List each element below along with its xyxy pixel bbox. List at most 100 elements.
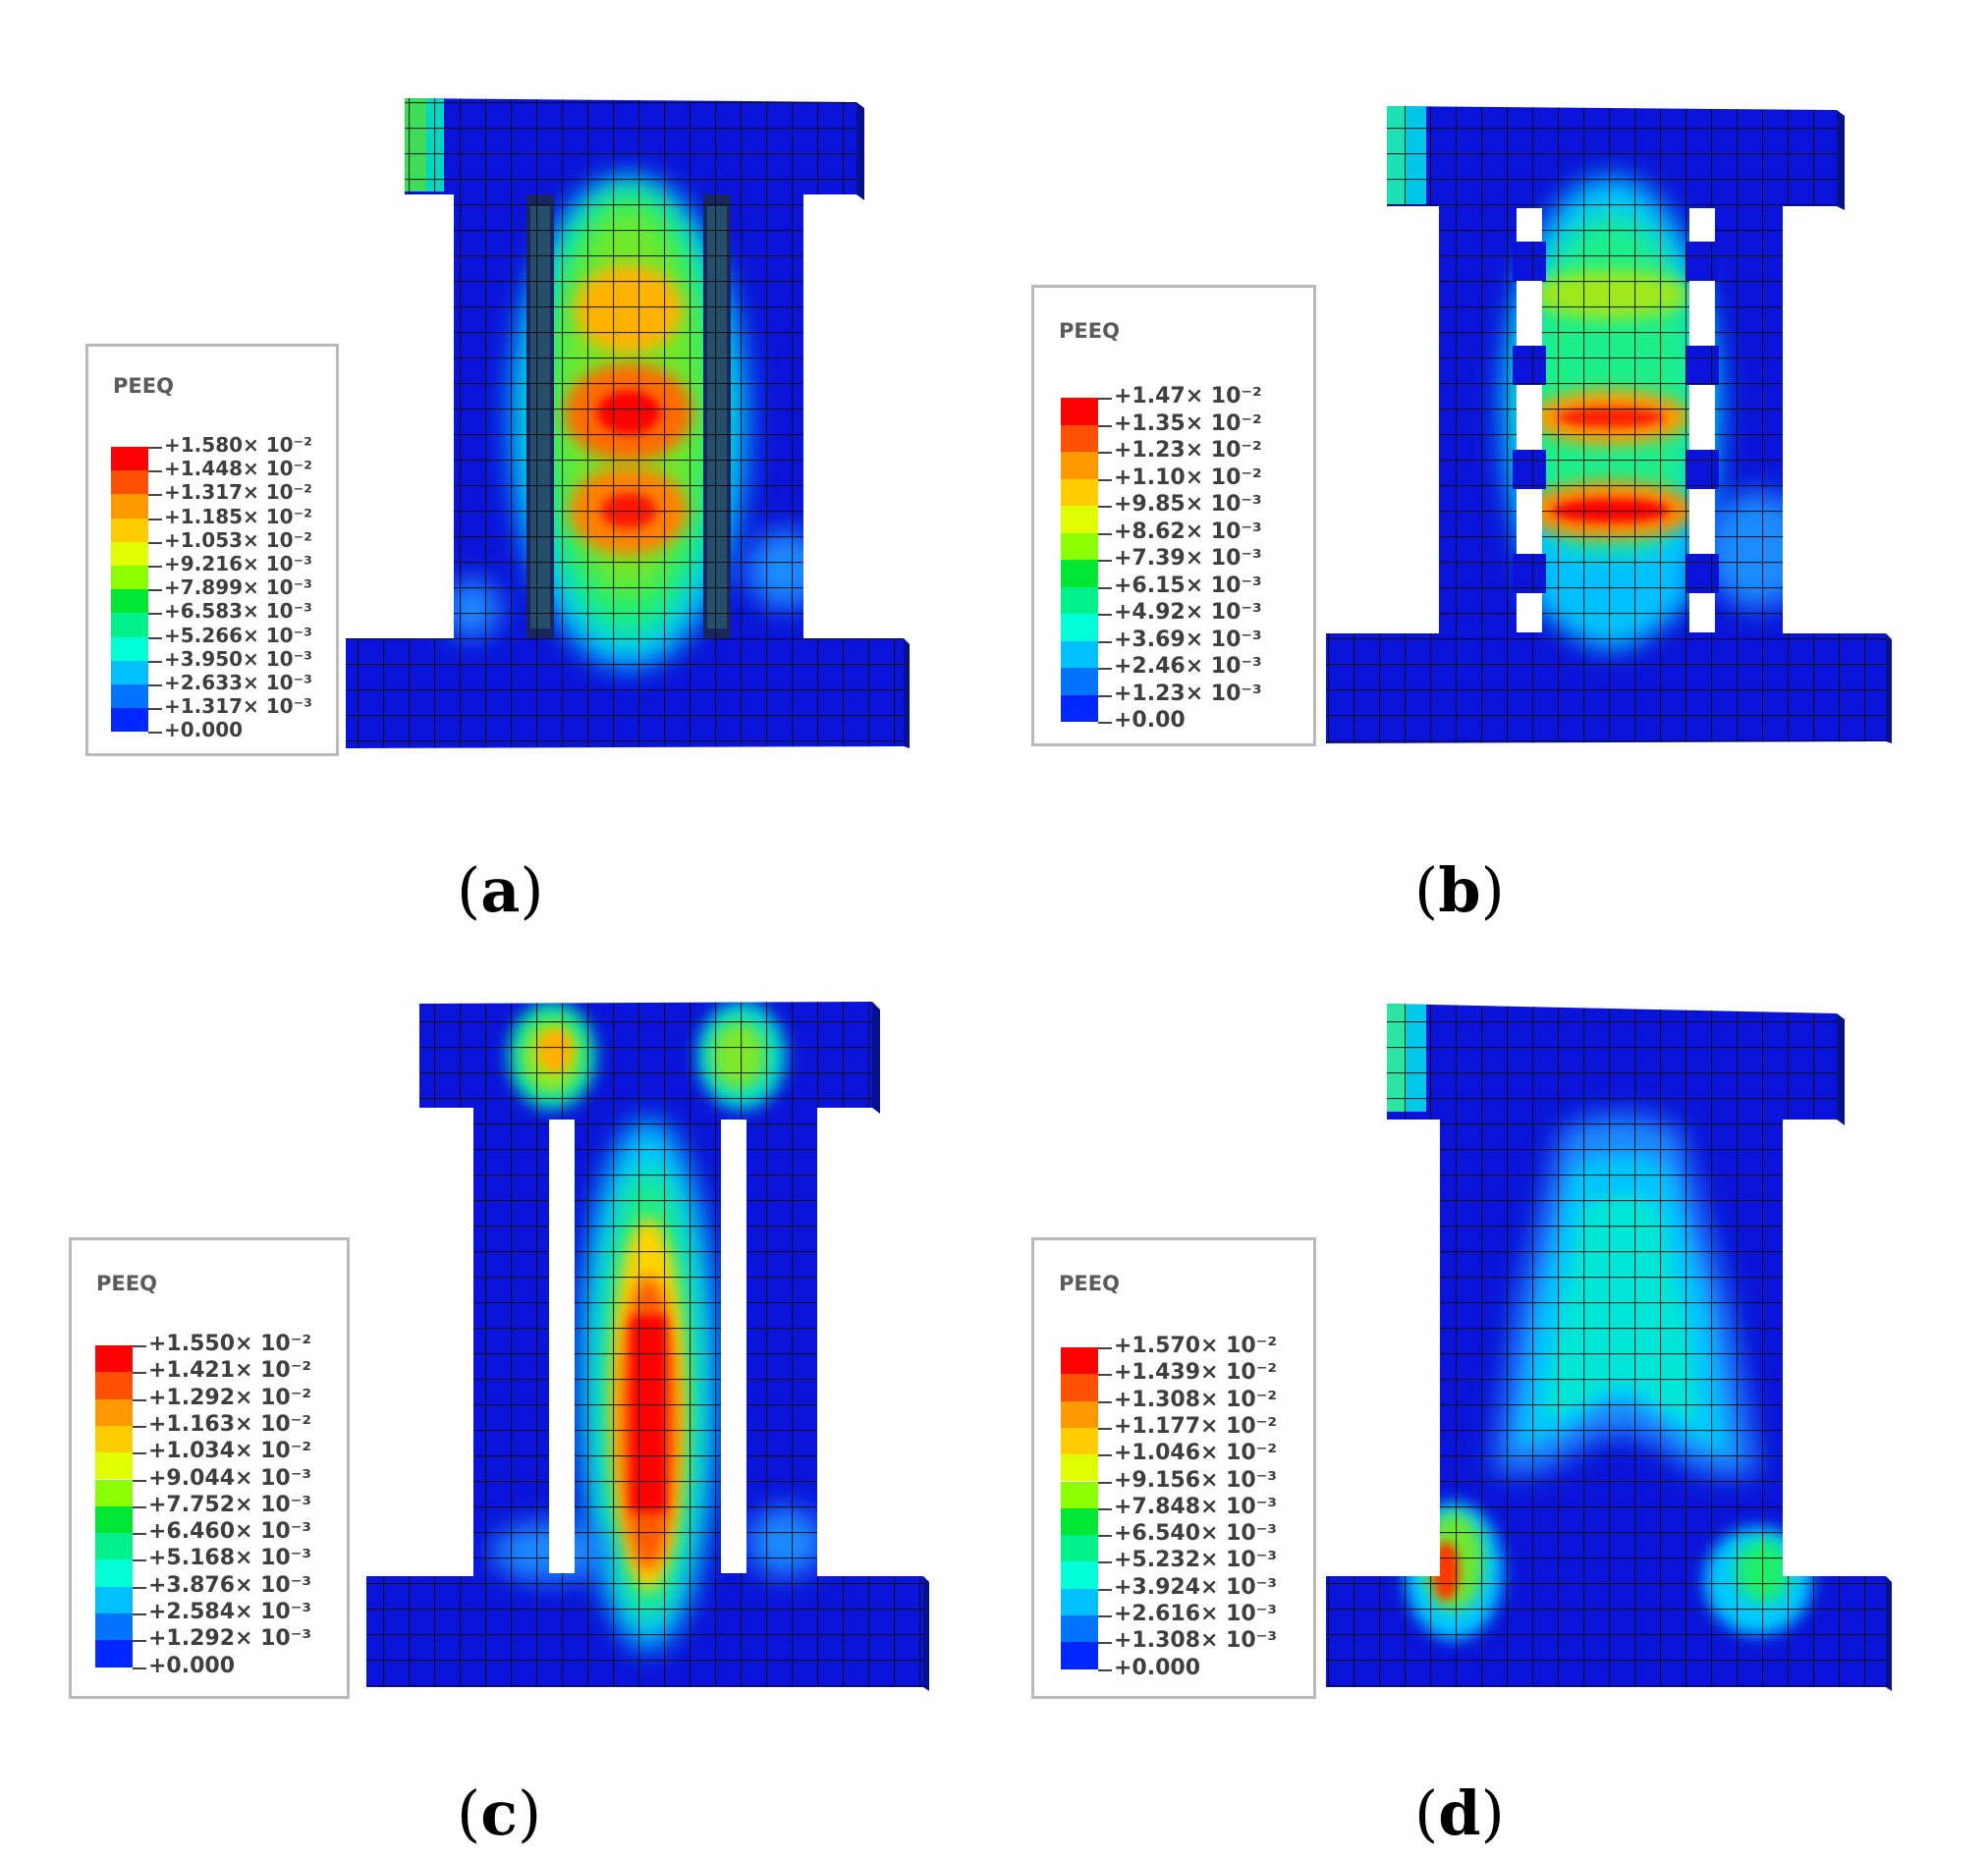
legend-tick <box>1098 1454 1112 1457</box>
legend-tick <box>148 470 162 473</box>
caption-letter: b <box>1438 854 1481 926</box>
legend-swatch <box>95 1452 133 1480</box>
legend-tick <box>1098 614 1112 616</box>
legend-swatch <box>1061 586 1098 614</box>
legend-value: +1.448× 10⁻² <box>164 457 312 481</box>
legend-tick <box>1098 478 1112 481</box>
legend-value: +1.550× 10⁻² <box>148 1332 311 1356</box>
legend-tick <box>1098 532 1112 535</box>
legend-value: +1.046× 10⁻² <box>1114 1441 1277 1466</box>
legend-tick <box>148 518 162 520</box>
legend-swatch <box>95 1345 133 1373</box>
legend-title: PEEQ <box>1059 319 1120 343</box>
legend-value: +2.46× 10⁻³ <box>1114 654 1262 679</box>
legend-value: +0.00 <box>1114 708 1186 733</box>
legend-value: +9.85× 10⁻³ <box>1114 492 1262 517</box>
legend-tick <box>1098 1400 1112 1403</box>
legend-tick <box>1098 424 1112 427</box>
legend-tick <box>148 660 162 663</box>
model-a <box>346 98 910 748</box>
legend-swatch <box>111 541 148 566</box>
legend-swatch <box>111 660 148 684</box>
legend-swatch <box>95 1505 133 1534</box>
legend-tick <box>1098 560 1112 562</box>
legend-swatch <box>1061 532 1098 560</box>
legend-tick <box>1098 1668 1112 1671</box>
legend-tick <box>1098 398 1112 400</box>
legend-swatch <box>95 1425 133 1453</box>
legend-swatch <box>1061 1427 1098 1455</box>
legend-swatch <box>95 1398 133 1426</box>
legend-tick <box>133 1479 146 1482</box>
legend-tick <box>148 589 162 592</box>
legend-value: +3.876× 10⁻³ <box>148 1572 311 1598</box>
legend-swatch <box>111 684 148 709</box>
legend-value: +1.35× 10⁻² <box>1114 410 1262 436</box>
legend-value: +2.616× 10⁻³ <box>1114 1602 1277 1626</box>
legend-tick <box>1098 640 1112 643</box>
model-c <box>366 1002 929 1691</box>
legend-value: +9.216× 10⁻³ <box>164 552 312 575</box>
legend-swatch <box>95 1613 133 1641</box>
caption-letter: d <box>1438 1777 1481 1849</box>
caption-a: (a) <box>457 854 544 926</box>
legend-tick <box>148 447 162 449</box>
legend-swatch <box>111 518 148 542</box>
legend-tick <box>1098 1642 1112 1645</box>
legend-swatch <box>111 589 148 614</box>
legend-value: +1.570× 10⁻² <box>1114 1334 1277 1358</box>
legend-value: +1.308× 10⁻² <box>1114 1387 1277 1412</box>
legend-tick <box>133 1559 146 1562</box>
legend-swatch <box>1061 640 1098 668</box>
legend-value: +1.317× 10⁻² <box>164 480 312 505</box>
legend-tick <box>148 566 162 568</box>
legend-swatch <box>1061 398 1098 425</box>
legend-value: +0.000 <box>164 718 244 742</box>
legend-tick <box>1098 452 1112 454</box>
legend-tick <box>133 1345 146 1347</box>
caption-letter: c <box>480 1777 518 1849</box>
legend-swatch <box>111 447 148 471</box>
legend-tick <box>133 1586 146 1589</box>
legend-tick <box>148 708 162 711</box>
legend-tick <box>148 613 162 616</box>
caption-c: (c) <box>457 1777 542 1849</box>
legend-tick <box>1098 1481 1112 1484</box>
legend-swatch <box>1061 1454 1098 1482</box>
legend-title: PEEQ <box>113 374 174 398</box>
legend-value: +3.69× 10⁻³ <box>1114 627 1262 652</box>
legend-tick <box>133 1505 146 1508</box>
model-d <box>1326 1004 1892 1691</box>
legend-tick <box>148 494 162 497</box>
legend-tick <box>1098 506 1112 508</box>
legend-swatch <box>1061 452 1098 479</box>
legend-tick <box>1098 694 1112 697</box>
legend-value: +8.62× 10⁻³ <box>1114 519 1262 544</box>
legend-tick <box>133 1533 146 1536</box>
legend-value: +0.000 <box>1114 1655 1201 1680</box>
legend-value: +6.583× 10⁻³ <box>164 599 312 624</box>
model-b <box>1326 106 1892 743</box>
legend-swatch <box>111 494 148 519</box>
legend-value: +1.292× 10⁻² <box>148 1385 311 1410</box>
legend-value: +1.421× 10⁻² <box>148 1358 311 1384</box>
legend-tick <box>148 732 162 735</box>
legend-tick <box>133 1640 146 1643</box>
legend-swatch <box>111 636 148 661</box>
legend-value: +7.899× 10⁻³ <box>164 575 312 600</box>
legend-swatch <box>95 1372 133 1399</box>
legend-value: +5.232× 10⁻³ <box>1114 1548 1277 1573</box>
legend-value: +1.439× 10⁻² <box>1114 1360 1277 1386</box>
legend-tick <box>1098 1347 1112 1349</box>
legend-value: +2.633× 10⁻³ <box>164 671 312 694</box>
legend-swatch <box>1061 1400 1098 1428</box>
legend-value: +1.23× 10⁻² <box>1114 438 1262 463</box>
legend-swatch <box>111 470 148 495</box>
legend-swatch <box>1061 1374 1098 1401</box>
legend-swatch <box>1061 506 1098 533</box>
legend-tick <box>148 636 162 639</box>
legend-swatch <box>95 1586 133 1613</box>
legend-title: PEEQ <box>96 1272 157 1295</box>
legend-value: +4.92× 10⁻³ <box>1114 600 1262 625</box>
legend-swatch <box>111 566 148 590</box>
